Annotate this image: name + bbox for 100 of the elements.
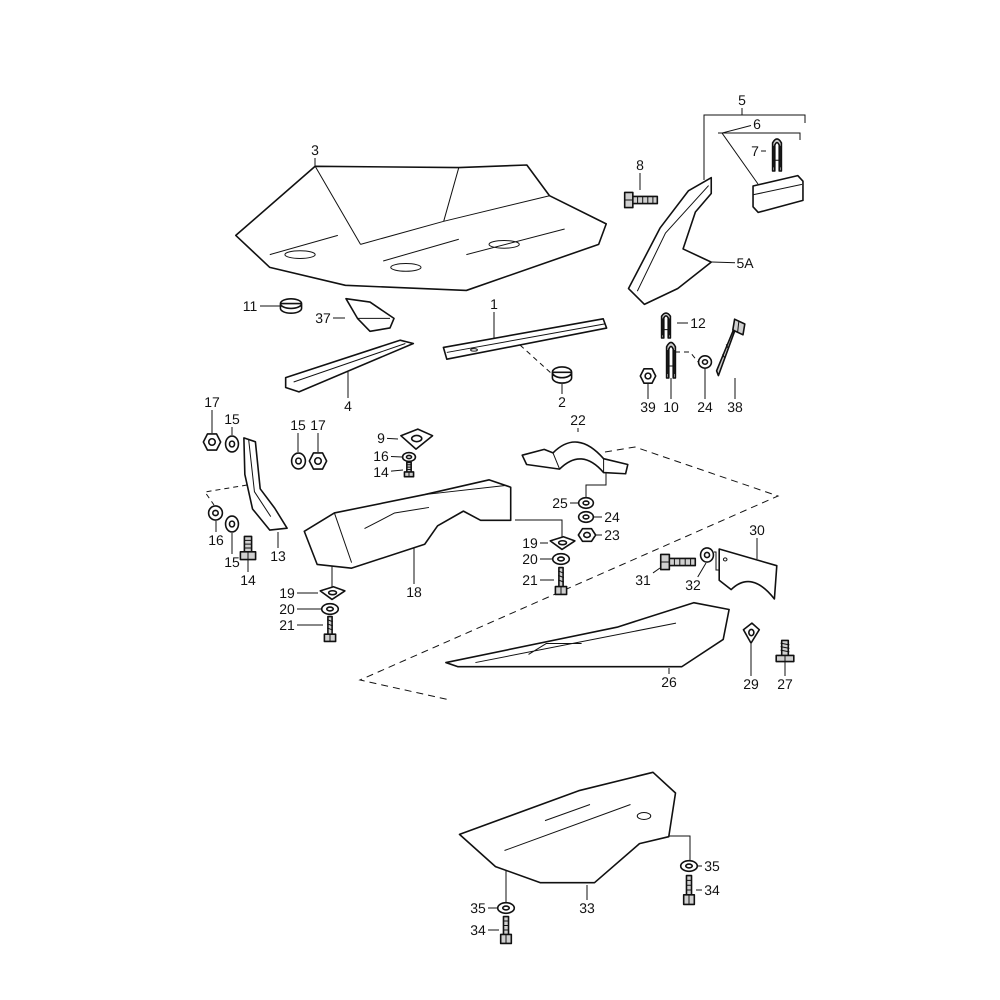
assembly-line: [714, 552, 720, 570]
leader-line: [540, 558, 552, 560]
callout-number: 5A: [735, 255, 755, 271]
rail-drawing: [625, 175, 713, 307]
callout-number: 20: [277, 601, 297, 617]
assembly-line: [520, 344, 552, 374]
callout-number: 8: [634, 157, 646, 173]
assembly-line: [586, 472, 606, 498]
callout-number: 1: [488, 296, 500, 312]
assembly-line: [674, 352, 698, 362]
washer-drawing: [225, 515, 239, 533]
washer-drawing: [208, 505, 223, 521]
leader-line: [652, 568, 660, 574]
leader-line: [296, 592, 318, 594]
callout-number: 25: [550, 495, 570, 511]
assembly-line: [514, 520, 562, 540]
leader-line: [750, 644, 752, 676]
leader-line: [712, 262, 736, 264]
callout-number: 24: [695, 399, 715, 415]
bolt-drawing: [624, 190, 658, 210]
callout-number: 10: [661, 399, 681, 415]
callout-number: 16: [371, 448, 391, 464]
nut-drawing: [640, 368, 656, 384]
callout-number: 19: [520, 535, 540, 551]
plate-drawing: [318, 586, 346, 600]
callout-number: 37: [313, 310, 333, 326]
callout-number: 34: [468, 922, 488, 938]
callout-number: 21: [520, 572, 540, 588]
rail-drawing: [283, 338, 416, 393]
assembly-line: [204, 484, 248, 506]
callout-number: 35: [702, 858, 722, 874]
bolt-drawing: [682, 875, 696, 905]
callout-number: 38: [725, 399, 745, 415]
callout-number: 9: [375, 430, 387, 446]
leader-line: [760, 150, 766, 152]
callout-number: 22: [568, 412, 588, 428]
nut-drawing: [578, 528, 596, 542]
nut-drawing: [203, 433, 221, 451]
callout-number: 4: [342, 398, 354, 414]
leader-line: [676, 322, 688, 324]
leader-line: [784, 662, 786, 676]
callout-number: 17: [202, 394, 222, 410]
washer-drawing: [698, 355, 712, 369]
callout-number: 15: [222, 554, 242, 570]
screw-drawing: [323, 616, 337, 642]
nut-drawing: [309, 452, 327, 470]
callout-number: 17: [308, 417, 328, 433]
washer-drawing: [680, 860, 698, 872]
washer-drawing: [291, 452, 306, 470]
leader-line: [314, 158, 316, 166]
callout-number: 26: [659, 674, 679, 690]
callout-number: 30: [747, 522, 767, 538]
leader-line: [704, 108, 742, 180]
callout-number: 19: [277, 585, 297, 601]
callout-number: 11: [240, 298, 260, 314]
callout-number: 21: [277, 617, 297, 633]
washer-drawing: [578, 511, 594, 523]
callout-number: 32: [683, 577, 703, 593]
callout-number: 18: [404, 584, 424, 600]
leader-line: [670, 378, 672, 400]
leader-line: [734, 378, 736, 400]
callout-number: 20: [520, 551, 540, 567]
callout-number: 7: [749, 143, 761, 159]
leader-line: [721, 125, 758, 184]
leader-line: [296, 608, 322, 610]
washer-drawing: [578, 497, 594, 509]
callout-number: 16: [206, 532, 226, 548]
bolt-drawing: [238, 536, 258, 560]
bolt-drawing: [716, 318, 746, 378]
callout-number: 14: [238, 572, 258, 588]
bolt-drawing: [660, 552, 696, 572]
leader-line: [386, 438, 398, 440]
leader-line: [594, 516, 602, 518]
leader-line: [704, 368, 706, 400]
leader-line: [570, 502, 578, 504]
bolt-drawing: [499, 916, 513, 944]
washer-drawing: [321, 603, 339, 615]
callout-number: 27: [775, 676, 795, 692]
callout-number: 34: [702, 882, 722, 898]
callout-number: 33: [577, 900, 597, 916]
callout-number: 39: [638, 399, 658, 415]
leader-line: [697, 562, 706, 578]
callout-number: 13: [268, 548, 288, 564]
callout-number: 15: [222, 411, 242, 427]
callout-number: 6: [751, 116, 763, 132]
leader-line: [596, 534, 602, 536]
screw-drawing: [774, 640, 796, 662]
leader-line: [296, 624, 324, 626]
leader-line: [540, 542, 548, 544]
plate-drawing: [718, 548, 778, 600]
callout-number: 15: [288, 417, 308, 433]
screw-drawing: [554, 567, 568, 595]
leader-line: [756, 538, 758, 560]
callout-number: 14: [371, 464, 391, 480]
plate-drawing: [548, 536, 576, 550]
callout-number: 31: [633, 572, 653, 588]
callout-number: 3: [309, 142, 321, 158]
washer-drawing: [552, 553, 570, 565]
leader-line: [668, 668, 670, 674]
cap-drawing: [280, 298, 302, 314]
